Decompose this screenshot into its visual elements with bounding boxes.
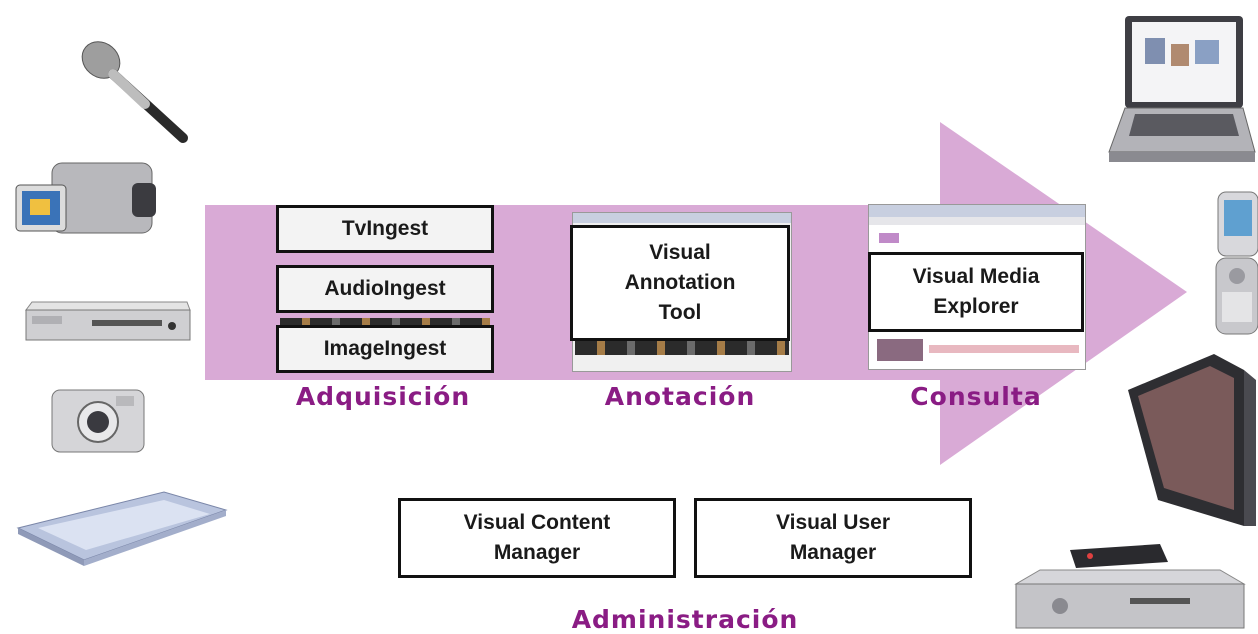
camcorder-icon	[15, 162, 156, 234]
flatbed-scanner-icon	[16, 491, 228, 566]
flat-screen-tv-icon	[1128, 354, 1256, 526]
audio-ingest-box: AudioIngest	[276, 265, 494, 313]
visual-content-manager-box: Visual Content Manager	[398, 498, 676, 578]
dvd-player-icon	[25, 301, 191, 341]
mobile-phone-icon	[1215, 191, 1258, 335]
image-ingest-box: ImageIngest	[276, 325, 494, 373]
acquisition-stage-label: Adquisición	[295, 382, 471, 411]
visual-user-manager-box: Visual User Manager	[694, 498, 972, 578]
microphone-icon	[81, 41, 188, 143]
digital-camera-icon	[51, 389, 145, 453]
set-top-box-icon	[1014, 544, 1246, 629]
film-strip	[280, 318, 490, 326]
administration-stage-label: Administración	[571, 605, 799, 634]
query-stage-label: Consulta	[910, 382, 1042, 411]
visual-media-explorer-box: Visual Media Explorer	[868, 252, 1084, 332]
film-strip	[575, 341, 789, 355]
tv-ingest-box: TvIngest	[276, 205, 494, 253]
visual-annotation-tool-box: Visual Annotation Tool	[570, 225, 790, 341]
laptop-icon	[1108, 16, 1256, 162]
annotation-stage-label: Anotación	[604, 382, 756, 411]
